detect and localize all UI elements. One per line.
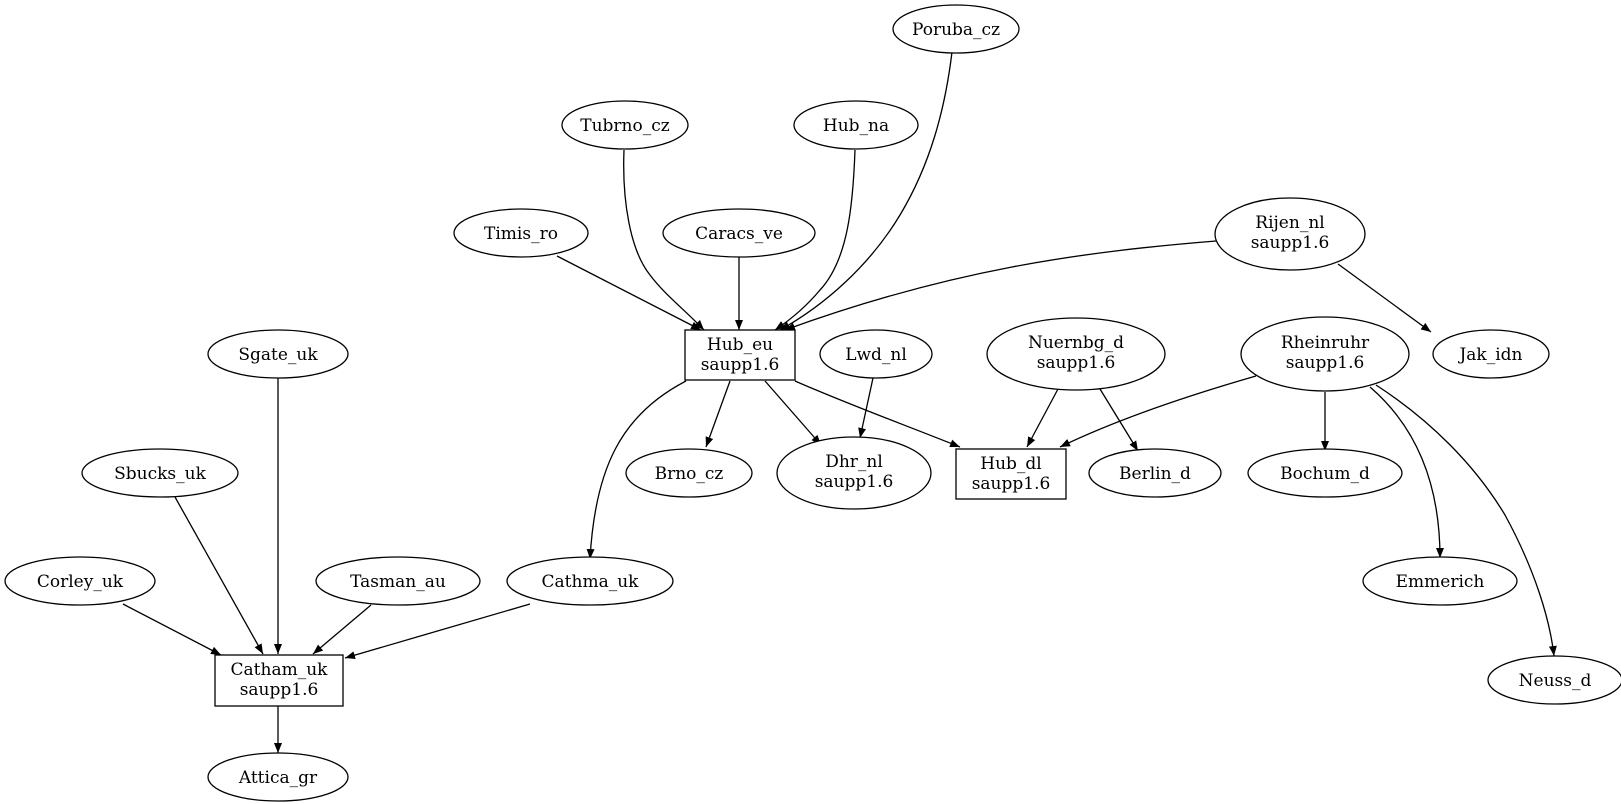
edge-poruba_cz-hub_eu <box>779 51 953 331</box>
node-label: Bochum_d <box>1280 464 1370 484</box>
node-label: Dhr_nl <box>825 452 883 472</box>
node-tasman_au[interactable]: Tasman_au <box>315 556 481 606</box>
node-label: Hub_na <box>823 116 889 136</box>
edge-lwd_nl-dhr_nl <box>858 377 874 439</box>
node-label: Lwd_nl <box>845 345 907 365</box>
edge-nuernbg_d-hub_dl <box>1026 388 1059 448</box>
node-sublabel: saupp1.6 <box>972 474 1051 494</box>
edges <box>122 51 1557 753</box>
node-label: Rijen_nl <box>1255 213 1324 233</box>
node-dhr_nl[interactable]: Dhr_nl saupp1.6 <box>776 436 932 510</box>
node-emmerich[interactable]: Emmerich <box>1362 556 1518 606</box>
node-tubrno_cz[interactable]: Tubrno_cz <box>561 100 689 150</box>
node-hub_dl[interactable]: Hub_dl saupp1.6 <box>955 448 1067 500</box>
edge-hub_eu-cathma_uk <box>586 380 687 560</box>
node-label: Hub_dl <box>980 454 1041 474</box>
node-sublabel: saupp1.6 <box>701 355 780 375</box>
node-nuernbg_d[interactable]: Nuernbg_d saupp1.6 <box>986 317 1166 391</box>
node-poruba_cz[interactable]: Poruba_cz <box>892 4 1020 54</box>
edge-rheinruhr-hub_dl <box>1059 375 1257 448</box>
node-label: Tubrno_cz <box>580 116 670 136</box>
edge-hub_eu-brno_cz <box>705 380 731 448</box>
node-label: Brno_cz <box>655 464 724 484</box>
edge-sbucks_uk-catham_uk <box>174 496 264 655</box>
edge-tubrno_cz-hub_eu <box>623 149 705 331</box>
edge-tasman_au-catham_uk <box>312 604 372 655</box>
edge-rheinruhr-emmerich <box>1369 386 1444 559</box>
edge-hub_eu-dhr_nl <box>764 380 822 446</box>
node-label: Sbucks_uk <box>114 464 206 484</box>
node-sublabel: saupp1.6 <box>1037 353 1116 373</box>
node-brno_cz[interactable]: Brno_cz <box>625 448 753 498</box>
node-label: Timis_ro <box>484 224 558 244</box>
node-label: Corley_uk <box>37 572 124 592</box>
node-bochum_d[interactable]: Bochum_d <box>1247 448 1403 498</box>
node-cathma_uk[interactable]: Cathma_uk <box>506 556 674 606</box>
node-label: Nuernbg_d <box>1028 333 1124 353</box>
node-rheinruhr[interactable]: Rheinruhr saupp1.6 <box>1240 316 1410 392</box>
node-label: Sgate_uk <box>238 345 318 365</box>
node-sublabel: saupp1.6 <box>1251 233 1330 253</box>
node-label: Neuss_d <box>1519 671 1592 691</box>
edge-hub_eu-hub_dl <box>794 380 961 448</box>
node-sgate_uk[interactable]: Sgate_uk <box>207 329 349 379</box>
node-hub_na[interactable]: Hub_na <box>793 100 919 150</box>
node-label: Jak_idn <box>1457 345 1522 365</box>
node-label: Catham_uk <box>231 660 329 680</box>
node-berlin_d[interactable]: Berlin_d <box>1088 448 1222 498</box>
node-sublabel: saupp1.6 <box>240 680 319 700</box>
node-label: Attica_gr <box>238 768 318 788</box>
node-attica_gr[interactable]: Attica_gr <box>207 752 349 802</box>
edge-rijen_nl-jak_idn <box>1337 263 1432 333</box>
node-label: Rheinruhr <box>1281 333 1370 353</box>
node-label: Caracs_ve <box>695 224 783 244</box>
node-sbucks_uk[interactable]: Sbucks_uk <box>81 448 239 498</box>
edge-rheinruhr-neuss_d <box>1375 384 1557 657</box>
edge-timis_ro-hub_eu <box>556 255 702 331</box>
node-hub_eu[interactable]: Hub_eu saupp1.6 <box>684 329 796 381</box>
node-lwd_nl[interactable]: Lwd_nl <box>819 329 933 379</box>
node-label: Tasman_au <box>350 572 446 592</box>
edge-corley_uk-catham_uk <box>122 603 222 656</box>
node-sublabel: saupp1.6 <box>1286 353 1365 373</box>
node-neuss_d[interactable]: Neuss_d <box>1487 655 1621 705</box>
node-catham_uk[interactable]: Catham_uk saupp1.6 <box>214 654 344 707</box>
node-sublabel: saupp1.6 <box>815 472 894 492</box>
edge-cathma_uk-catham_uk <box>344 603 531 660</box>
edge-nuernbg_d-berlin_d <box>1099 388 1139 452</box>
node-label: Cathma_uk <box>542 572 640 592</box>
edge-rijen_nl-hub_eu <box>784 240 1217 331</box>
node-jak_idn[interactable]: Jak_idn <box>1432 329 1550 379</box>
node-timis_ro[interactable]: Timis_ro <box>453 208 589 258</box>
node-rijen_nl[interactable]: Rijen_nl saupp1.6 <box>1214 197 1366 271</box>
node-label: Berlin_d <box>1119 464 1191 484</box>
node-label: Hub_eu <box>707 335 773 355</box>
node-corley_uk[interactable]: Corley_uk <box>4 556 156 606</box>
edge-hub_na-hub_eu <box>774 149 856 331</box>
node-label: Emmerich <box>1396 572 1485 592</box>
node-label: Poruba_cz <box>912 20 1000 40</box>
node-caracs_ve[interactable]: Caracs_ve <box>662 208 816 258</box>
nodes: Poruba_cz Tubrno_cz Hub_na Timis_ro Cara… <box>4 4 1621 802</box>
